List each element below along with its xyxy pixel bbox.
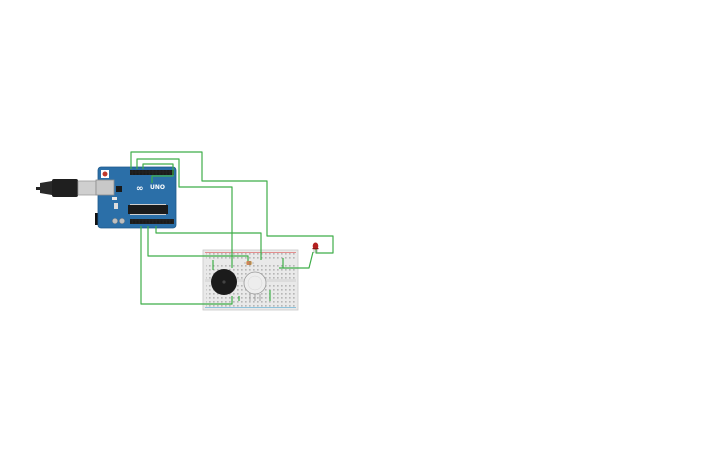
wire-sensor-vcc[interactable] bbox=[155, 226, 262, 260]
arduino-logo: ∞ bbox=[136, 184, 144, 194]
led-icon bbox=[312, 242, 319, 250]
wire-buzzer-signal[interactable] bbox=[136, 158, 233, 268]
pir-sensor[interactable] bbox=[243, 271, 267, 301]
sensor-dome-icon bbox=[243, 271, 267, 295]
usb-plug-icon bbox=[52, 179, 78, 197]
led[interactable] bbox=[312, 242, 319, 254]
piezo-buzzer[interactable] bbox=[211, 269, 237, 295]
wire-ground[interactable] bbox=[140, 226, 233, 305]
wire-top-jumper[interactable] bbox=[142, 163, 174, 183]
wire-sensor-out[interactable] bbox=[147, 226, 249, 262]
wire-led-return[interactable] bbox=[279, 251, 314, 269]
wires[interactable] bbox=[130, 151, 334, 305]
uno-label: UNO bbox=[150, 184, 165, 191]
arduino-uno-board[interactable]: ∞ UNO bbox=[95, 166, 177, 229]
usb-port bbox=[95, 179, 115, 196]
resistor[interactable] bbox=[244, 261, 254, 265]
wire-led[interactable] bbox=[130, 151, 334, 254]
usb-cable[interactable] bbox=[36, 179, 97, 197]
usb-cable-end bbox=[36, 187, 42, 190]
microcontroller-chip bbox=[128, 205, 168, 214]
reset-button-cap[interactable] bbox=[102, 171, 108, 177]
